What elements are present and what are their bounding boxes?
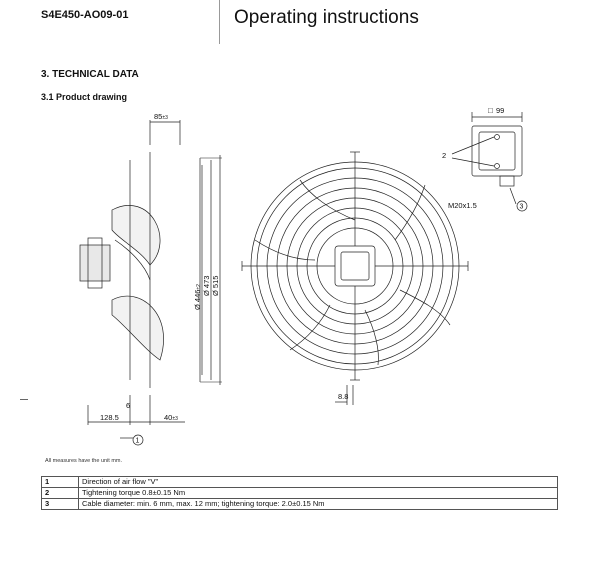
legend-text: Direction of air flow "V" [78,476,558,488]
table-row: 1 Direction of air flow "V" [41,476,558,488]
section-heading: 3. TECHNICAL DATA [41,69,139,80]
terminal-box-size: 99 [496,106,504,115]
dim-diameter-inner: Ø 446±2 [193,284,202,310]
subsection-heading: 3.1 Product drawing [41,92,128,102]
product-drawing: 85±3 Ø 446±2 Ø 473 Ø 515 128.5 6 40±3 1 … [79,106,528,446]
legend-text: Cable diameter: min. 6 mm, max. 12 mm; t… [78,498,558,510]
dim-diameter-mid: Ø 473 [202,276,211,296]
legend-num: 3 [41,498,79,510]
table-row: 3 Cable diameter: min. 6 mm, max. 12 mm;… [41,498,558,510]
callout-2: 2 [442,151,446,160]
cable-gland: M20x1.5 [448,201,477,210]
callout-3: 3 [520,204,524,211]
model-number: S4E450-AO09-01 [41,9,129,21]
dim-six: 6 [126,401,130,410]
side-view [79,120,222,439]
dim-hole: 8.8 [338,392,348,401]
legend-num: 2 [41,487,79,499]
dim-left: 128.5 [100,413,119,422]
terminal-box-size-icon: □ [488,106,493,115]
header-divider [219,0,220,44]
units-note: All measures have the unit mm. [45,458,123,464]
legend-table: 1 Direction of air flow "V" 2 Tightening… [41,476,558,510]
legend-num: 1 [41,476,79,488]
margin-mark [20,399,28,400]
dim-right: 40±3 [164,413,178,422]
terminal-box [451,112,528,212]
callout-1: 1 [136,438,140,445]
table-row: 2 Tightening torque 0.8±0.15 Nm [41,487,558,499]
document-title: Operating instructions [234,7,419,28]
legend-text: Tightening torque 0.8±0.15 Nm [78,487,558,499]
front-view [241,151,469,405]
dim-diameter-outer: Ø 515 [211,276,220,296]
dim-depth: 85±3 [154,112,168,121]
